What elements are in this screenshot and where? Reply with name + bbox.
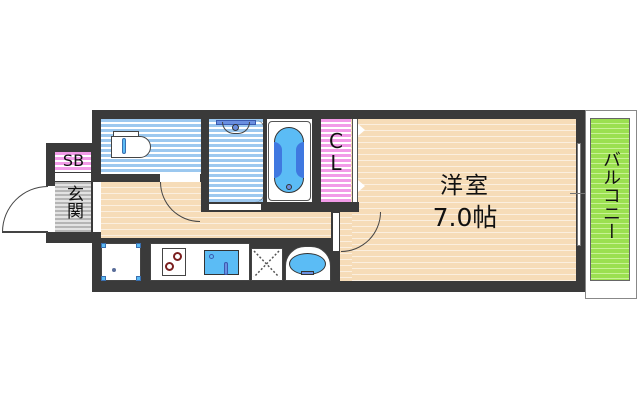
toilet-door-gap [160, 174, 200, 182]
washroom-door-gap [209, 204, 261, 210]
shoe-box-label: SB [62, 151, 85, 170]
shoe-box-gap [55, 173, 91, 181]
closet-door-hinge-icon [358, 180, 365, 192]
western-room-name: 洋室 [440, 173, 490, 199]
entrance-door-frame [46, 186, 55, 232]
wall-toilet-wash [201, 119, 209, 210]
closet-wall-bottom [321, 202, 359, 212]
washroom-wall-bottom [201, 202, 331, 212]
western-room-floor [348, 119, 576, 281]
wall-bath-closet [312, 119, 321, 210]
closet-floor [321, 119, 351, 202]
shoe-box-floor [55, 152, 91, 172]
entrance-door-leaf [2, 231, 48, 233]
room-door-jamb [333, 213, 339, 251]
bathtub-icon [268, 121, 311, 201]
entrance-label: 玄関 [63, 185, 83, 219]
wall-wash-bath [263, 119, 267, 204]
entrance-door[interactable] [2, 186, 48, 232]
balcony-label: バルコニー [600, 150, 621, 240]
washbasin-vanity-icon [285, 246, 331, 281]
entrance-floor [55, 182, 91, 232]
kitchen-divider [141, 242, 149, 282]
entrance-inner-gap [93, 182, 101, 232]
toilet-icon [111, 131, 153, 159]
closet-door[interactable] [352, 119, 358, 202]
closet-label: CL [329, 129, 343, 175]
balcony-floor [590, 118, 630, 281]
fridge-space-icon [101, 243, 141, 281]
western-room-size: 7.0帖 [432, 203, 498, 232]
balcony-window[interactable] [577, 143, 581, 246]
kitchen-sink-icon [204, 250, 239, 275]
stove-icon [162, 248, 186, 276]
washing-machine-space-icon [251, 248, 283, 281]
window-crosshair [570, 193, 588, 194]
toilet-wall-bottom [101, 174, 201, 182]
closet-door-hinge-icon [358, 124, 365, 136]
washbasin-icon [216, 120, 256, 134]
